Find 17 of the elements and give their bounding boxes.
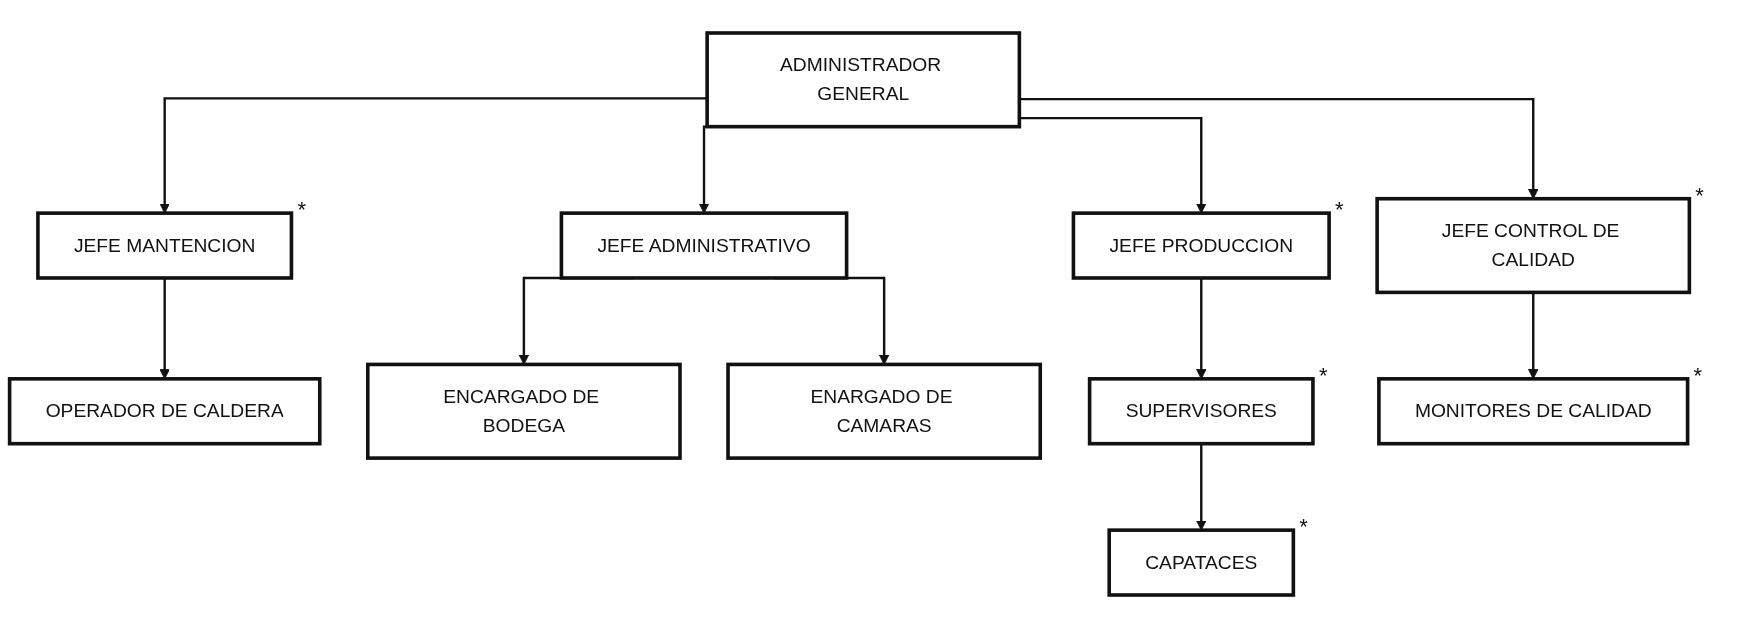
note-mark: * (1318, 364, 1328, 387)
node-box: MONITORES DE CALIDAD (1377, 377, 1690, 446)
node-box: ENCARGADO DE BODEGA (365, 362, 682, 460)
note-mark: * (1335, 199, 1344, 222)
note-mark: * (1693, 364, 1703, 387)
node-box: JEFE CONTROL DE CALIDAD (1375, 196, 1692, 295)
note-mark: * (1299, 516, 1308, 539)
node-box: ADMINISTRADOR GENERAL (705, 31, 1022, 129)
node-box: SUPERVISORES (1087, 377, 1315, 446)
node-box: OPERADOR DE CALDERA (7, 377, 322, 446)
node-box: JEFE PRODUCCION (1071, 211, 1331, 280)
node-box: CAPATACES (1107, 528, 1296, 597)
note-mark: * (297, 199, 306, 222)
node-box: ENARGADO DE CAMARAS (726, 362, 1043, 460)
node-box: JEFE MANTENCION (36, 211, 294, 280)
node-box: JEFE ADMINISTRATIVO (559, 211, 849, 280)
note-mark: * (1695, 184, 1704, 207)
